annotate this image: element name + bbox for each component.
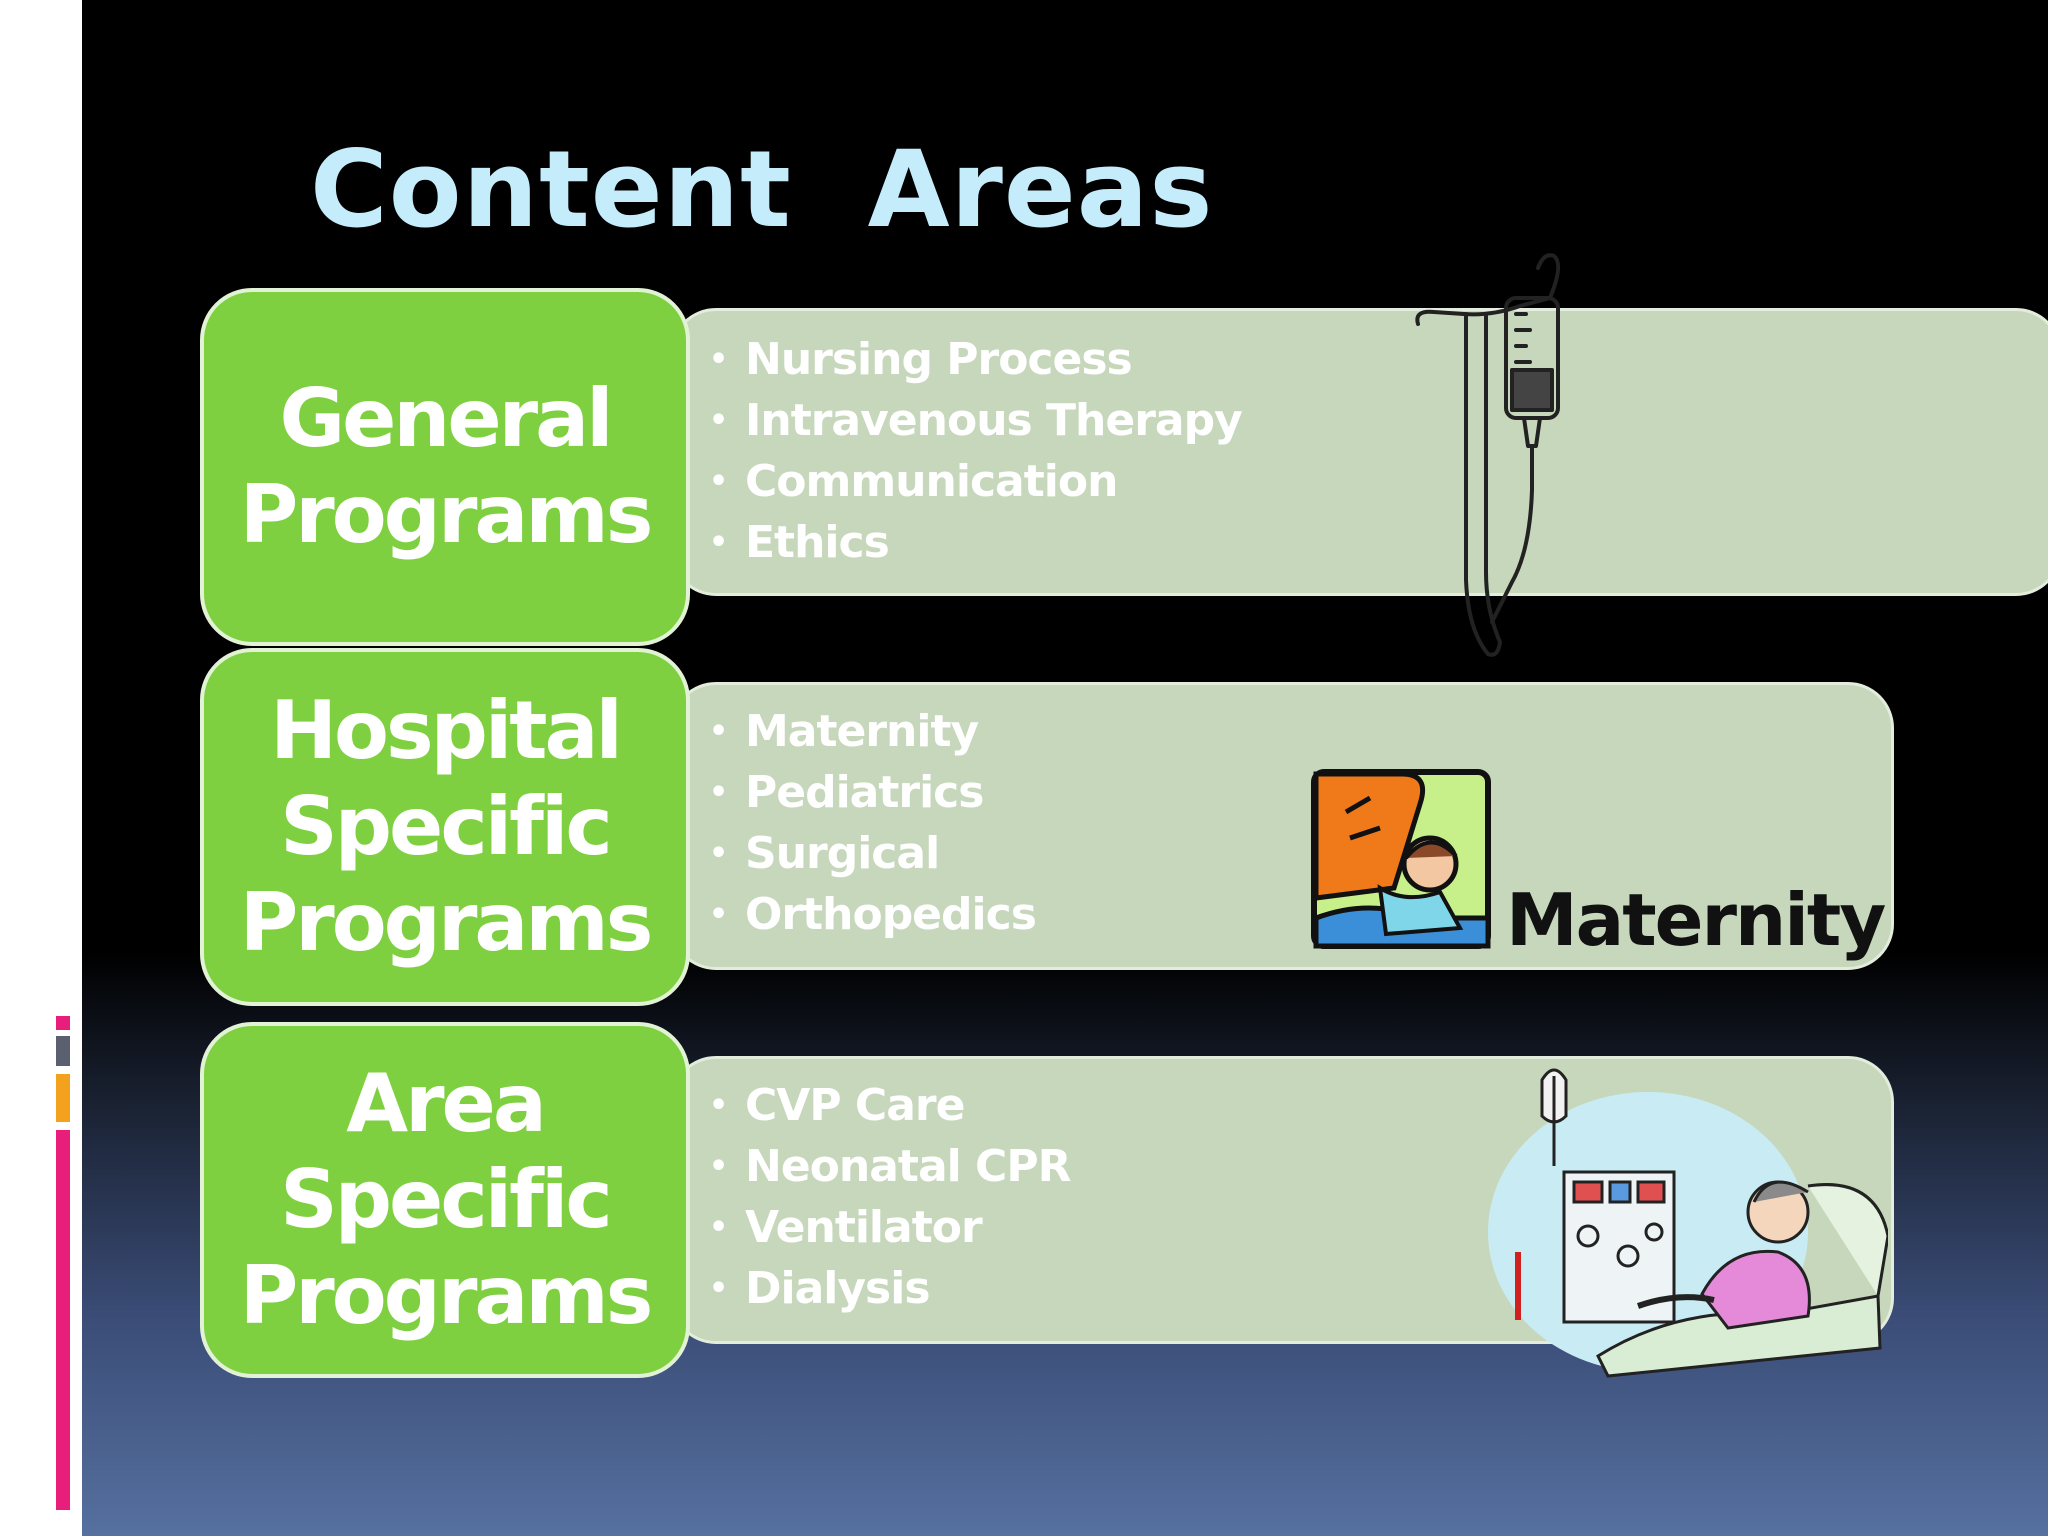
bullet: •: [709, 775, 728, 810]
strip-gray-segment: [56, 1036, 70, 1066]
list-item: • Ethics: [709, 512, 1242, 573]
bullet: •: [709, 897, 728, 932]
item-label: Orthopedics: [745, 889, 1037, 940]
item-list: • CVP Care • Neonatal CPR • Ventilator • Dia…: [709, 1075, 1071, 1319]
bullet: •: [709, 714, 728, 749]
item-label: Ventilator: [745, 1202, 983, 1253]
slide: Content Areas General Programs • Nursing …: [82, 0, 2048, 1536]
panel-general: • Nursing Process • Intravenous Therapy • C…: [670, 308, 2048, 596]
item-label: Nursing Process: [745, 334, 1133, 385]
label-line: Hospital: [270, 684, 623, 777]
mother-and-baby-icon: [1311, 769, 1491, 949]
list-item: • CVP Care: [709, 1075, 1070, 1136]
decorative-strip-bottom: [56, 1016, 70, 1510]
item-label: Dialysis: [745, 1263, 931, 1314]
item-label: Communication: [745, 456, 1118, 507]
item-label: Ethics: [745, 517, 890, 568]
strip-pink-long-segment: [56, 1130, 70, 1510]
bullet: •: [709, 464, 728, 499]
list-item: • Communication: [709, 451, 1242, 512]
label-line: Specific: [280, 1153, 613, 1246]
label-general-programs: General Programs: [200, 288, 690, 646]
maternity-clipart-label: Maternity: [1506, 878, 1886, 962]
item-label: Maternity: [745, 706, 979, 757]
list-item: • Pediatrics: [709, 762, 1036, 823]
decorative-strip-top: [46, 140, 82, 236]
list-item: • Surgical: [709, 823, 1036, 884]
label-hospital-specific-programs: Hospital Specific Programs: [200, 648, 690, 1006]
slide-title: Content Areas: [310, 128, 1214, 251]
iv-drip-bag-icon: [1415, 253, 1561, 657]
strip-pink-segment: [56, 1016, 70, 1030]
item-label: Intravenous Therapy: [745, 395, 1243, 446]
label-line: General: [279, 372, 614, 465]
item-list: • Maternity • Pediatrics • Surgical • Orthop…: [709, 701, 1037, 945]
label-line: Area: [346, 1057, 547, 1150]
dialysis-patient-icon: [1488, 1068, 1888, 1378]
item-label: CVP Care: [745, 1080, 965, 1131]
label-line: Programs: [239, 876, 654, 969]
item-label: Neonatal CPR: [745, 1141, 1071, 1192]
list-item: • Dialysis: [709, 1258, 1070, 1319]
item-label: Surgical: [745, 828, 940, 879]
bullet: •: [709, 836, 728, 871]
list-item: • Intravenous Therapy: [709, 390, 1243, 451]
label-area-specific-programs: Area Specific Programs: [200, 1022, 690, 1378]
bullet: •: [709, 1088, 728, 1123]
label-line: Programs: [239, 1249, 654, 1342]
bullet: •: [709, 525, 728, 560]
list-item: • Orthopedics: [709, 884, 1037, 945]
item-label: Pediatrics: [745, 767, 984, 818]
strip-orange-segment: [56, 1074, 70, 1122]
list-item: • Neonatal CPR: [709, 1136, 1071, 1197]
bullet: •: [709, 403, 728, 438]
list-item: • Ventilator: [709, 1197, 1070, 1258]
list-item: • Maternity: [709, 701, 1036, 762]
bullet: •: [709, 1149, 728, 1184]
list-item: • Nursing Process: [709, 329, 1242, 390]
bullet: •: [709, 342, 728, 377]
bullet: •: [709, 1271, 728, 1306]
bullet: •: [709, 1210, 728, 1245]
label-line: Programs: [239, 468, 654, 561]
item-list: • Nursing Process • Intravenous Therapy • C…: [709, 329, 1243, 573]
label-line: Specific: [280, 780, 613, 873]
